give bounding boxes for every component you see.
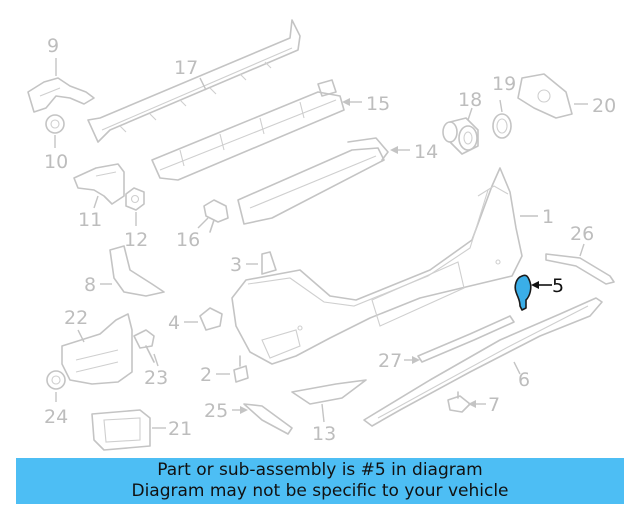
part-26-drawing <box>545 253 615 285</box>
callout-3: 3 <box>230 254 242 276</box>
part-19-drawing <box>492 113 512 139</box>
part-6-drawing <box>363 297 603 427</box>
callout-12: 12 <box>124 229 148 251</box>
part-5-drawing <box>514 274 532 311</box>
callout-22: 22 <box>64 307 88 329</box>
callout-16: 16 <box>176 229 200 251</box>
callout-7: 7 <box>488 394 500 416</box>
callout-9: 9 <box>47 35 59 57</box>
leader-19 <box>499 99 503 113</box>
part-20-drawing <box>517 73 573 119</box>
callout-20: 20 <box>592 95 616 117</box>
callout-14: 14 <box>414 141 438 163</box>
part-12-drawing <box>125 187 145 211</box>
part-17-drawing <box>87 19 301 143</box>
part-2-drawing <box>233 355 249 383</box>
callout-1: 1 <box>542 206 554 228</box>
part-16-drawing <box>203 199 229 233</box>
part-25-drawing <box>243 403 293 435</box>
callout-5: 5 <box>552 275 564 297</box>
leader-26 <box>579 243 585 257</box>
callout-8: 8 <box>84 274 96 296</box>
callout-27: 27 <box>378 350 402 372</box>
leader-16 <box>197 217 209 229</box>
part-8-drawing <box>109 245 165 297</box>
callout-24: 24 <box>44 406 68 428</box>
callout-25: 25 <box>204 400 228 422</box>
callout-10: 10 <box>44 151 68 173</box>
leader-6 <box>513 361 521 375</box>
banner-line-disclaimer: Diagram may not be specific to your vehi… <box>131 481 509 501</box>
callout-17: 17 <box>174 57 198 79</box>
part-11-drawing <box>73 163 125 205</box>
parts-diagram: 17 15 14 9 10 11 12 <box>27 19 616 451</box>
leader-23 <box>153 353 159 367</box>
part-24-drawing <box>46 370 66 390</box>
part-3-drawing <box>261 251 277 275</box>
callout-21: 21 <box>168 418 192 440</box>
part-18-drawing <box>442 117 479 155</box>
callout-4: 4 <box>168 312 180 334</box>
callout-19: 19 <box>492 73 516 95</box>
callout-13: 13 <box>312 423 336 445</box>
part-15-drawing <box>151 79 345 181</box>
callout-23: 23 <box>144 367 168 389</box>
part-13-drawing <box>291 379 367 405</box>
part-4-drawing <box>199 307 223 331</box>
callout-15: 15 <box>366 93 390 115</box>
callout-26: 26 <box>570 223 594 245</box>
part-10-drawing <box>45 114 65 134</box>
leader-13 <box>321 403 325 423</box>
leader-11 <box>93 195 99 209</box>
leader-17 <box>199 77 207 91</box>
part-9-drawing <box>27 77 95 113</box>
callout-6: 6 <box>518 369 530 391</box>
part-22-drawing <box>61 313 133 385</box>
part-7-drawing <box>447 391 471 413</box>
part-21-drawing <box>91 409 151 451</box>
part-14-drawing <box>237 137 389 225</box>
leader-18 <box>467 107 473 121</box>
banner-line-part: Part or sub-assembly is #5 in diagram <box>157 460 483 480</box>
callout-2: 2 <box>200 364 212 386</box>
callout-11: 11 <box>78 209 102 231</box>
leader-22 <box>77 329 85 343</box>
callout-18: 18 <box>458 89 482 111</box>
part-1-drawing <box>231 167 523 365</box>
info-banner: Part or sub-assembly is #5 in diagram Di… <box>16 458 624 504</box>
part-23-drawing <box>133 329 155 363</box>
part-27-drawing <box>417 315 515 363</box>
